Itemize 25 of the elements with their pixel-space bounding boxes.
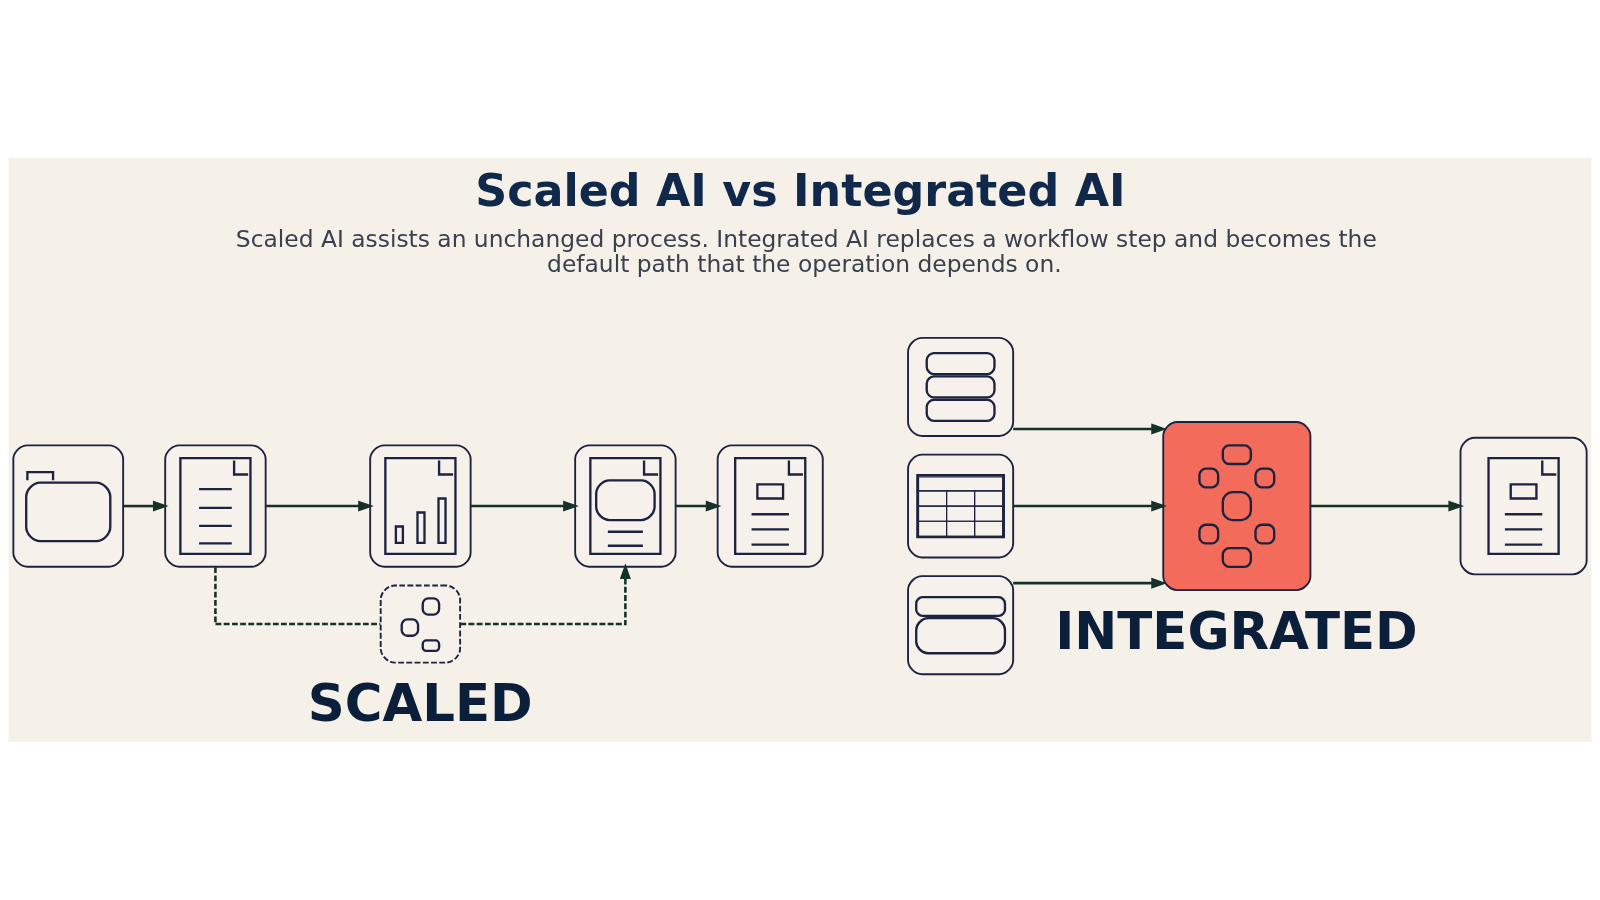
caption: Scaled AI assists an unchanged process. Integrated AI replaces a workflow step and becomes the default path that the operation depends on. bbox=[235, 224, 1377, 279]
node-picture bbox=[907, 336, 1015, 437]
diagram-title: Scaled AI vs Integrated AI bbox=[475, 165, 1126, 217]
node-picture bbox=[907, 453, 1015, 559]
node-picture bbox=[164, 444, 267, 568]
arrow bbox=[471, 500, 579, 512]
arrow bbox=[1310, 500, 1465, 512]
connector bbox=[214, 567, 381, 626]
node-picture bbox=[716, 444, 824, 568]
label: INTEGRATED bbox=[1055, 600, 1418, 661]
node-picture bbox=[379, 584, 462, 664]
label: SCALED bbox=[307, 673, 533, 734]
node-picture bbox=[369, 444, 472, 568]
node-picture bbox=[574, 444, 677, 568]
arrow bbox=[1013, 423, 1167, 435]
node-picture bbox=[907, 575, 1015, 676]
arrow bbox=[1013, 500, 1167, 512]
node-picture bbox=[1459, 436, 1588, 576]
arrow bbox=[266, 500, 374, 512]
node-picture bbox=[12, 444, 125, 568]
arrow bbox=[1013, 577, 1167, 589]
arrow bbox=[460, 563, 631, 626]
node-picture bbox=[1162, 421, 1312, 592]
arrow bbox=[123, 500, 169, 512]
arrow bbox=[675, 500, 722, 512]
